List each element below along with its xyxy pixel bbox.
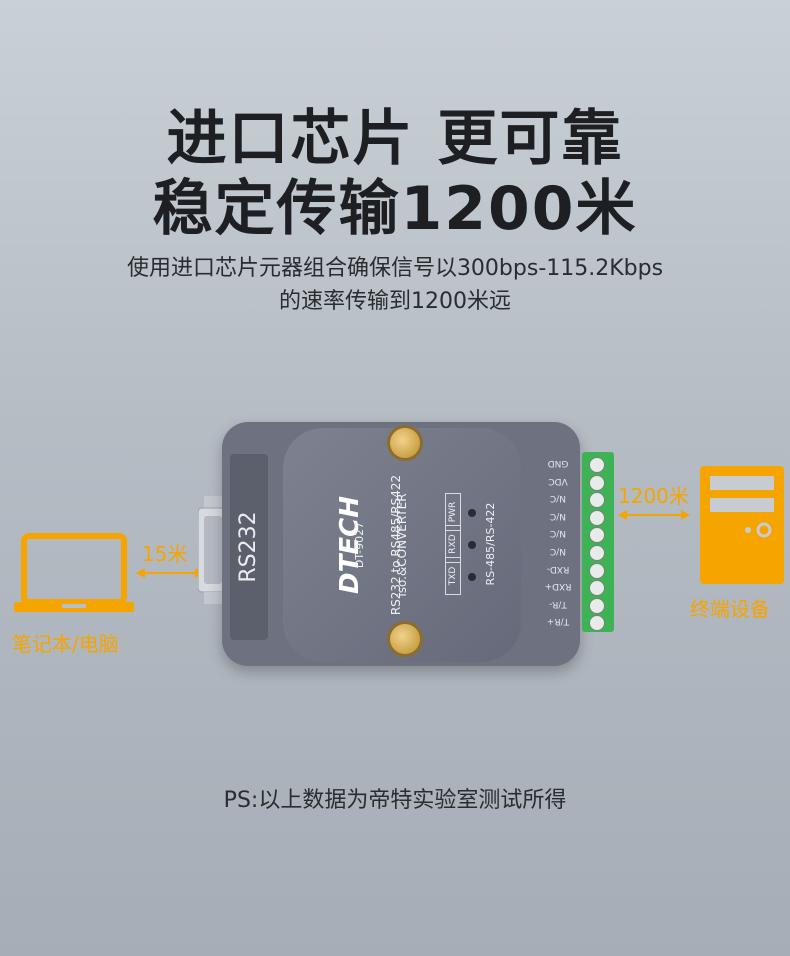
footer-note: PS:以上数据为帝特实验室测试所得 xyxy=(223,788,567,813)
pin-label: N/C xyxy=(549,546,567,556)
terminal-screw xyxy=(589,545,605,561)
terminal-screw xyxy=(589,527,605,544)
terminal-distance-label: 1200米 xyxy=(618,484,689,508)
pin-label: N/C xyxy=(549,493,567,504)
pin-label: RXD- xyxy=(546,563,570,574)
terminal-screw xyxy=(589,457,605,473)
product-line2: iso.&CONVERTER xyxy=(395,493,409,597)
double-arrow-icon xyxy=(618,510,690,520)
terminal-screw xyxy=(589,597,605,614)
laptop-icon xyxy=(14,533,134,612)
subtitle-line2: 的速率传输到1200米远 xyxy=(279,289,511,314)
model-label: DT-9027 xyxy=(353,521,366,569)
double-arrow-icon xyxy=(136,568,204,578)
laptop-distance-label: 15米 xyxy=(142,542,188,566)
bottom-screw xyxy=(390,624,420,654)
pin-label: T/R- xyxy=(549,598,567,609)
rs232-label: RS232 xyxy=(236,511,261,583)
txd-led xyxy=(468,573,476,581)
headline-line1: 进口芯片 更可靠 xyxy=(166,104,624,174)
terminal-screw xyxy=(589,509,605,526)
pin-label: VDC xyxy=(548,475,568,486)
device-face xyxy=(283,428,521,662)
pin-label: RXD+ xyxy=(544,581,572,592)
terminal-screw xyxy=(589,492,605,509)
top-screw xyxy=(390,428,420,458)
rs232-tab xyxy=(230,454,268,640)
terminal-screw xyxy=(589,562,605,579)
laptop-label: 笔记本/电脑 xyxy=(12,632,119,656)
pin-label: T/R+ xyxy=(546,616,570,627)
terminal-device-icon xyxy=(700,466,784,584)
rxd-led xyxy=(468,541,476,549)
pin-label: N/C xyxy=(549,528,567,539)
terminal-screw xyxy=(589,615,605,632)
terminal-screw xyxy=(589,580,605,597)
mode-label: RS-485/RS-422 xyxy=(484,502,497,586)
pwr-led xyxy=(468,509,476,517)
pin-label: GND xyxy=(547,458,569,468)
subtitle-line1: 使用进口芯片元器组合确保信号以300bps-115.2Kbps xyxy=(126,256,664,281)
led-label-pwr: PWR xyxy=(445,493,461,531)
pin-label: N/C xyxy=(549,510,567,521)
terminal-screw xyxy=(589,474,605,491)
db9-connector xyxy=(198,496,229,604)
headline-line2: 稳定传输1200米 xyxy=(152,174,638,244)
terminal-device-label: 终端设备 xyxy=(690,597,770,621)
